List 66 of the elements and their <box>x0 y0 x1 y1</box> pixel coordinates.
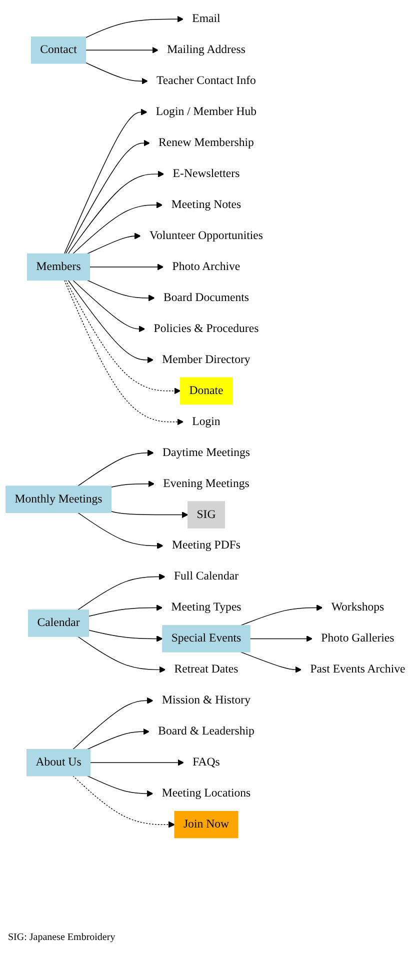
node-text: Mission & History <box>162 694 250 707</box>
node-text: Meeting PDFs <box>172 539 240 552</box>
node-text: Meeting Locations <box>162 786 251 800</box>
arrow <box>87 776 154 797</box>
node-text: Member Directory <box>162 353 250 366</box>
node-text: Board & Leadership <box>158 725 254 738</box>
arrow <box>64 108 148 254</box>
arrow <box>250 635 313 642</box>
node-text: Teacher Contact Info <box>156 74 256 88</box>
node-box: About Us <box>26 748 91 776</box>
node-text: Renew Membership <box>158 136 254 149</box>
node-text: Policies & Procedures <box>154 322 259 335</box>
arrow <box>77 636 166 673</box>
node-box: Monthly Meetings <box>6 486 112 513</box>
node-text: Full Calendar <box>174 570 239 583</box>
arrow <box>87 280 155 302</box>
arrow <box>72 202 163 254</box>
arrow <box>87 232 141 254</box>
arrow <box>89 264 164 270</box>
node-text: Workshops <box>331 601 384 614</box>
node-text: Daytime Meetings <box>162 446 250 459</box>
node-box: Special Events <box>162 625 250 652</box>
arrow <box>68 170 164 254</box>
node-text: Login <box>192 415 220 428</box>
node-text: Login / Member Hub <box>156 105 257 118</box>
arrow <box>90 759 184 766</box>
arrow <box>64 280 184 426</box>
node-box: Contact <box>30 36 86 64</box>
arrow <box>65 140 150 254</box>
node-text: Board Documents <box>163 291 250 304</box>
node-text: E-Newsletters <box>172 167 240 180</box>
node-box: SIG <box>188 501 225 528</box>
arrow <box>85 62 148 84</box>
arrow <box>88 630 163 642</box>
note-text: SIG: Japanese Embroidery <box>8 932 116 943</box>
node-box: Donate <box>180 377 232 405</box>
arrow <box>65 280 181 394</box>
arrow <box>87 728 150 750</box>
node-text: Email <box>192 12 220 26</box>
arrow <box>77 450 154 486</box>
node-box: Members <box>27 253 90 281</box>
node-box: Calendar <box>28 610 90 637</box>
arrow <box>68 280 154 364</box>
node-text: Photo Archive <box>172 260 240 273</box>
node-text: Photo Galleries <box>321 632 394 645</box>
arrow <box>110 480 155 488</box>
node-text: Meeting Notes <box>171 198 242 211</box>
arrow <box>72 280 146 332</box>
arrow <box>72 776 175 828</box>
arrow <box>85 46 158 54</box>
node-text: FAQs <box>192 756 220 769</box>
arrow <box>77 574 166 610</box>
arrow <box>88 604 163 617</box>
arrow <box>72 697 154 750</box>
arrow <box>77 512 164 550</box>
node-text: Mailing Address <box>167 44 246 56</box>
node-text: Meeting Types <box>171 601 242 614</box>
node-box: Join Now <box>174 810 238 838</box>
node-text: Past Events Archive <box>310 663 406 676</box>
arrow <box>240 604 323 626</box>
node-text: Evening Meetings <box>163 477 250 490</box>
node-text: Retreat Dates <box>174 663 238 676</box>
arrow <box>240 652 302 673</box>
node-text: Volunteer Opportunities <box>149 229 263 242</box>
arrow <box>85 16 184 38</box>
arrow <box>110 511 188 518</box>
